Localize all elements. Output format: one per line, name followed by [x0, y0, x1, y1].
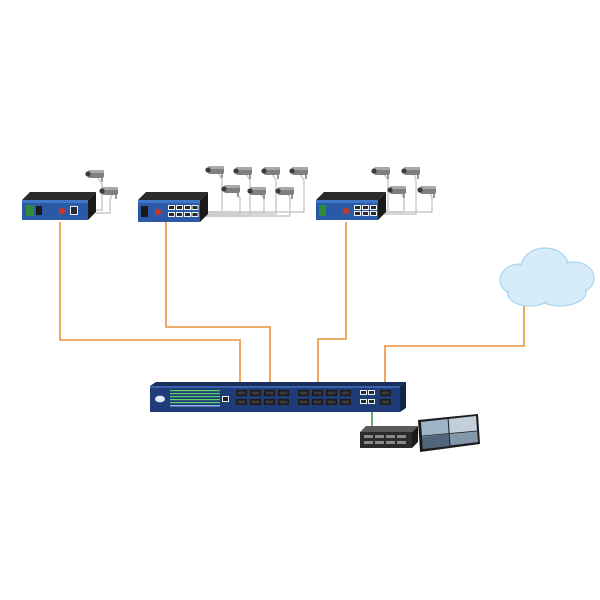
nvr-server-icon	[360, 426, 418, 448]
ip-camera-icon	[233, 167, 252, 179]
fiber-link-switch2-core	[165, 222, 271, 384]
ip-camera-icon	[205, 166, 224, 178]
ip-camera-icon	[275, 187, 294, 199]
cloud-icon	[499, 247, 595, 307]
rack-switch-icon	[150, 382, 406, 412]
camera-cables	[96, 171, 433, 217]
industrial-switch-icon	[316, 192, 386, 220]
fiber-link-cloud-core	[384, 300, 525, 384]
links	[59, 222, 525, 428]
ip-camera-icon	[85, 170, 104, 182]
ip-camera-icon	[289, 167, 308, 179]
ip-camera-icon	[387, 186, 406, 198]
camera-group-switch2	[205, 166, 308, 199]
industrial-switch-icon	[22, 192, 96, 220]
ip-camera-icon	[221, 185, 240, 197]
video-wall-monitor-icon	[418, 414, 480, 452]
ip-camera-icon	[417, 186, 436, 198]
ip-camera-icon	[371, 167, 390, 179]
fiber-link-switch3-core	[317, 222, 347, 384]
ip-camera-icon	[261, 167, 280, 179]
fiber-link-switch1-core	[59, 222, 241, 384]
industrial-switch-icon	[138, 192, 208, 222]
ip-camera-icon	[401, 167, 420, 179]
